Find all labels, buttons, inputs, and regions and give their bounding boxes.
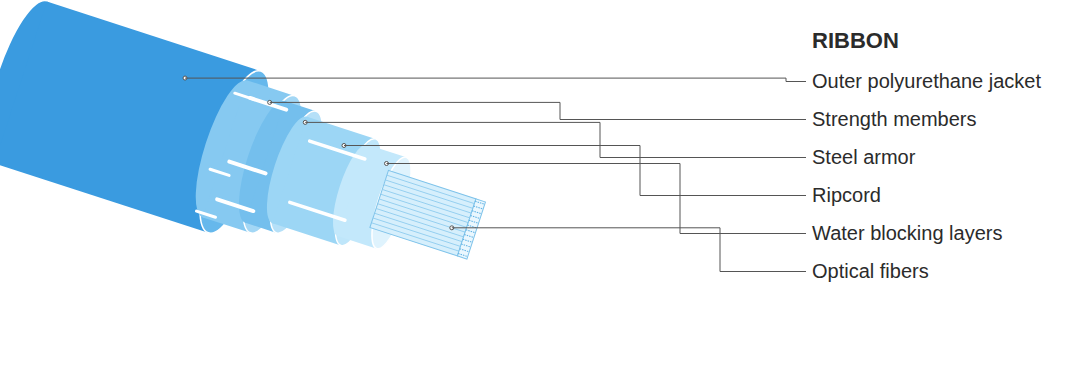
leader-line — [344, 146, 806, 196]
strength-member-end — [210, 169, 229, 175]
fiber-line — [379, 199, 466, 227]
fiber-line — [373, 218, 460, 246]
fiber-line — [385, 180, 472, 208]
title: RIBBON — [812, 28, 899, 54]
fiber-line — [376, 208, 463, 236]
part-label: Steel armor — [812, 146, 915, 169]
strength-member — [250, 98, 286, 110]
fiber-end-dots — [469, 220, 479, 223]
fiber-line — [371, 223, 458, 251]
fiber-end-dots — [464, 235, 474, 238]
fiber-end-dots — [460, 249, 470, 252]
ripcord — [290, 202, 345, 220]
part-label: Ripcord — [812, 184, 881, 207]
strength-member — [229, 162, 265, 174]
fiber-line — [384, 185, 471, 213]
fiber-end-dots — [471, 216, 481, 219]
leader-line — [387, 164, 807, 234]
fiber-end-dots — [472, 211, 482, 214]
fiber-end-dots — [458, 254, 468, 257]
fiber-end-dots — [474, 206, 484, 209]
fiber-end-dots — [463, 239, 473, 242]
fiber-line — [382, 189, 469, 217]
ripcord — [310, 141, 365, 159]
strength-member — [217, 199, 253, 211]
strength-member-end — [235, 93, 254, 99]
part-label: Outer polyurethane jacket — [812, 70, 1041, 93]
leader-line — [305, 122, 806, 157]
part-label: Water blocking layers — [812, 222, 1002, 245]
fiber-end-dots — [475, 201, 485, 204]
fiber-end — [457, 199, 485, 259]
cable-body — [0, 0, 502, 311]
fiber-line — [381, 194, 468, 222]
leader-line — [452, 228, 806, 272]
fiber-end-dots — [466, 230, 476, 233]
fiber-line — [375, 213, 462, 241]
fiber-end-dots — [461, 244, 471, 247]
fiber-line — [387, 175, 474, 203]
leader-line — [270, 102, 806, 119]
fiber-stack — [370, 170, 476, 255]
part-label: Optical fibers — [812, 260, 929, 283]
leader-line — [185, 78, 806, 81]
part-label: Strength members — [812, 108, 977, 131]
strength-member-end — [196, 211, 215, 217]
